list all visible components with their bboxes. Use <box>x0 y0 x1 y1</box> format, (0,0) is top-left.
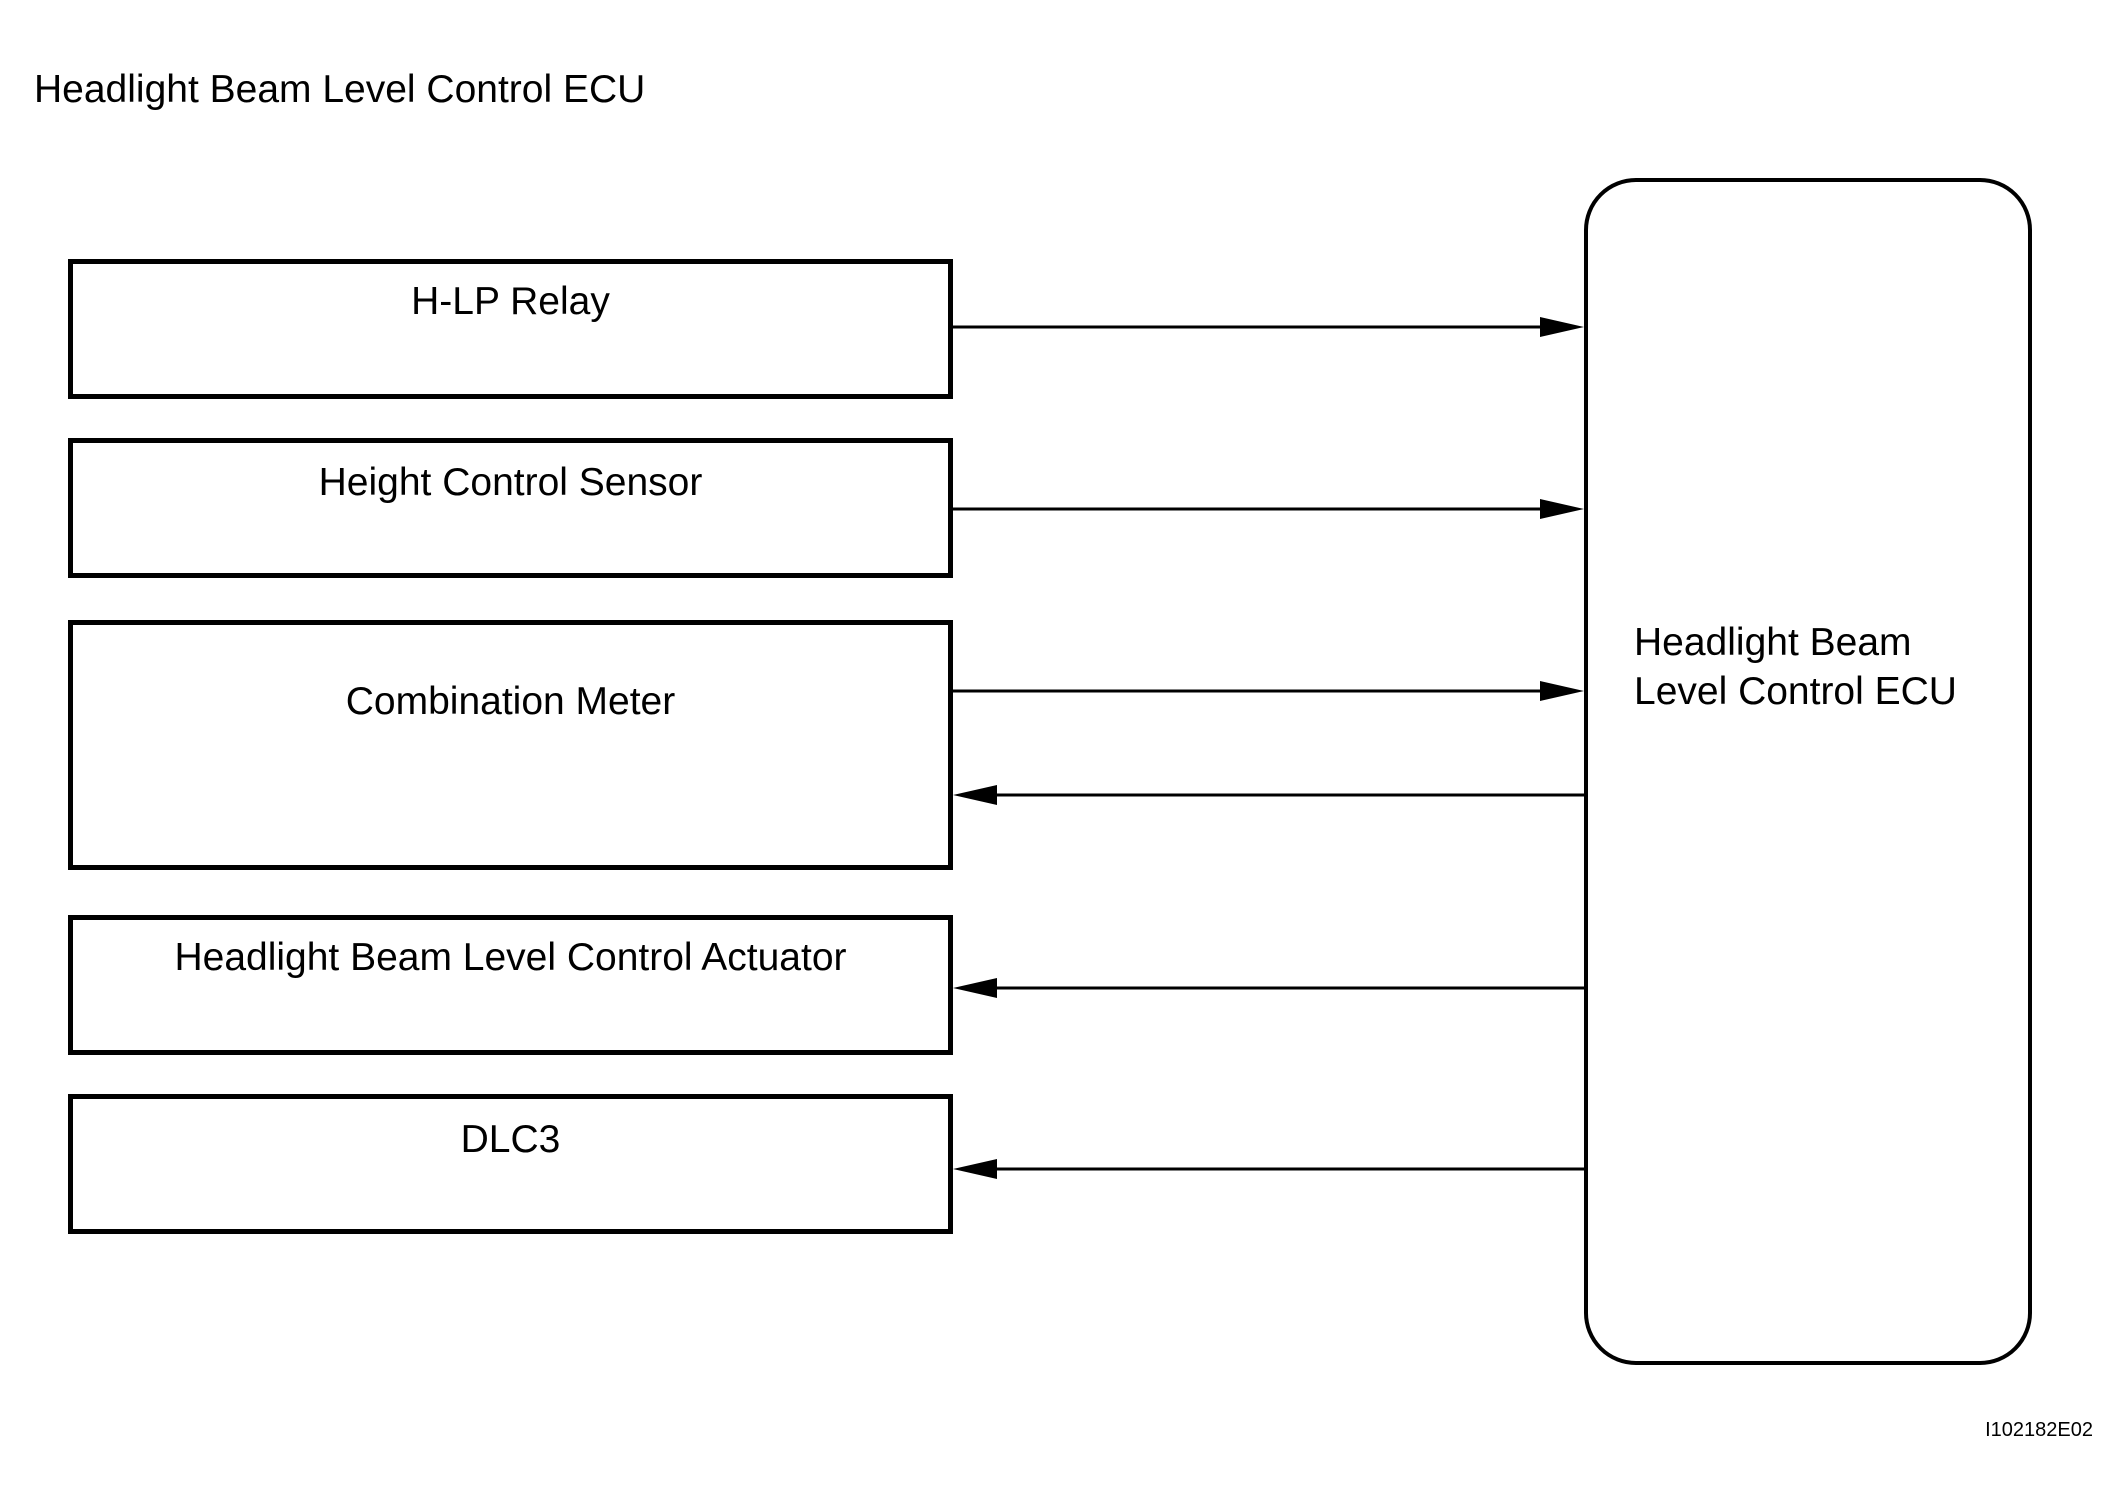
document-code: I102182E02 <box>1985 1419 2093 1441</box>
arrowhead-left <box>953 1159 997 1179</box>
arrowhead-left <box>953 978 997 998</box>
height-control-sensor-label: Height Control Sensor <box>318 461 703 504</box>
combination-meter-box: Combination Meter <box>68 620 953 870</box>
dlc3-label: DLC3 <box>460 1118 561 1161</box>
arrowhead-left <box>953 785 997 805</box>
h-lp-relay-box: H-LP Relay <box>68 259 953 399</box>
actuator-box: Headlight Beam Level Control Actuator <box>68 915 953 1055</box>
arrowhead-right <box>1540 681 1584 701</box>
arrowhead-right <box>1540 499 1584 519</box>
height-control-sensor-box: Height Control Sensor <box>68 438 953 578</box>
actuator-label: Headlight Beam Level Control Actuator <box>174 936 847 979</box>
diagram-title: Headlight Beam Level Control ECU <box>34 68 646 111</box>
ecu-label-line2: Level Control ECU <box>1634 670 1957 713</box>
dlc3-box: DLC3 <box>68 1094 953 1234</box>
ecu-box: Headlight Beam Level Control ECU <box>1584 178 2032 1365</box>
ecu-label: Headlight Beam Level Control ECU <box>1634 618 1957 716</box>
ecu-label-line1: Headlight Beam <box>1634 621 1912 664</box>
arrowhead-right <box>1540 317 1584 337</box>
combination-meter-label: Combination Meter <box>345 680 676 723</box>
h-lp-relay-label: H-LP Relay <box>411 280 610 323</box>
